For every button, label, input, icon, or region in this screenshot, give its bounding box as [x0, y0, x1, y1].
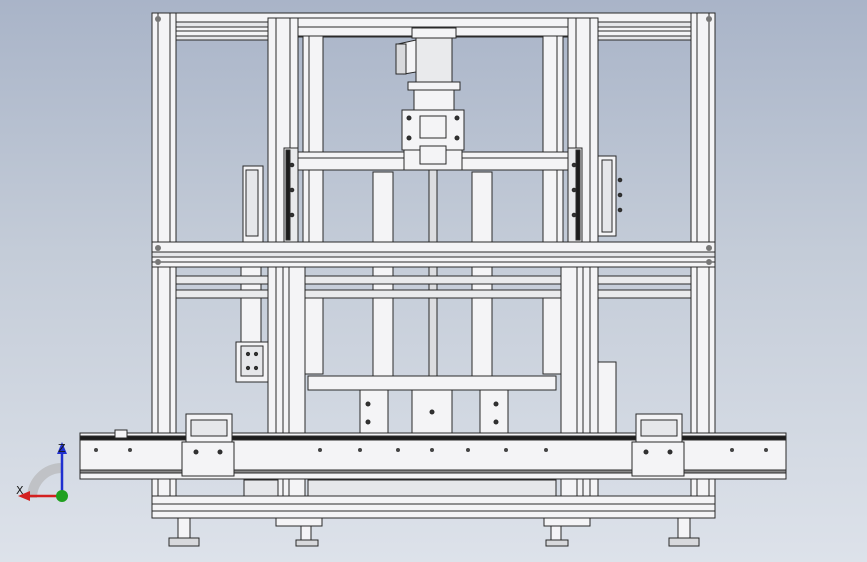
- left-side-module: [235, 165, 269, 383]
- middle-deck-beam: [151, 241, 716, 299]
- motor-assembly: [395, 27, 465, 171]
- lift-plate: [307, 375, 557, 437]
- leveling-foot: [275, 517, 323, 547]
- axis-x-label: X: [16, 484, 24, 497]
- triad-graphic: [18, 442, 68, 502]
- left-gripper: [181, 413, 235, 477]
- lead-screw: [428, 169, 438, 381]
- base-frame: [151, 479, 716, 519]
- leveling-foot: [668, 517, 700, 547]
- leveling-foot: [543, 517, 591, 547]
- right-gripper: [631, 413, 685, 477]
- leveling-foot: [168, 517, 200, 547]
- guide-column-left: [372, 171, 394, 377]
- right-side-bracket: [597, 155, 623, 435]
- upper-inner-frame: [175, 17, 692, 243]
- axis-z-label: Z: [58, 442, 66, 455]
- guide-column-right: [471, 171, 493, 377]
- coordinate-triad-icon: Z X: [12, 438, 82, 510]
- corner-brackets: [155, 16, 712, 265]
